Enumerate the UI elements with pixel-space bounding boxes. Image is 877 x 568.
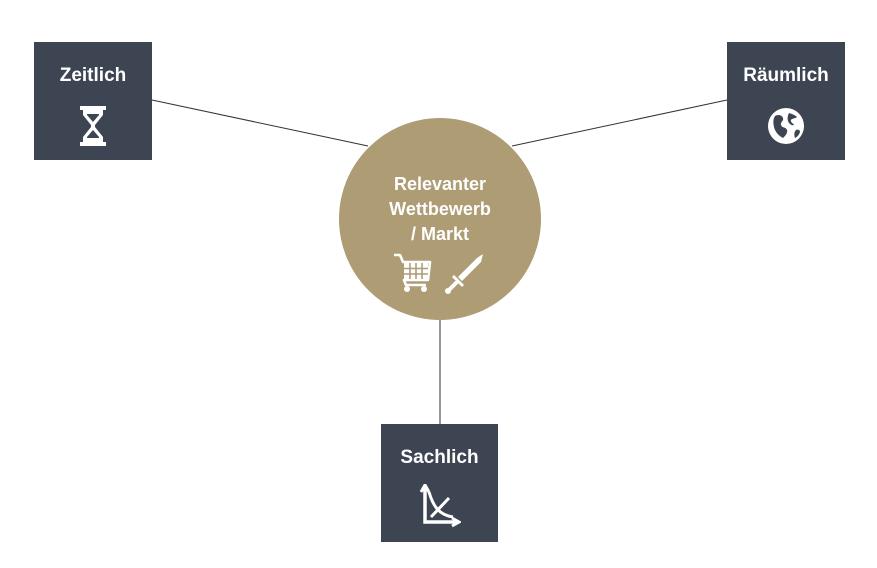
title-line: Wettbewerb <box>389 199 491 219</box>
relevant-market-title: Relevanter Wettbewerb / Markt <box>359 172 521 247</box>
hourglass-icon <box>80 106 106 146</box>
dimension-box-zeitlich: Zeitlich <box>34 42 152 160</box>
connector-zeitlich <box>151 99 369 147</box>
dimension-box-sachlich: Sachlich <box>381 424 498 542</box>
title-line: / Markt <box>410 224 470 244</box>
chart-axes-icon <box>419 484 461 528</box>
relevant-market-icons <box>339 252 541 294</box>
dimension-box-raeumlich: Räumlich <box>727 42 845 160</box>
globe-icon <box>768 108 804 144</box>
dimension-label: Räumlich <box>743 65 829 86</box>
title-line: Relevanter <box>393 174 487 194</box>
dimension-label: Zeitlich <box>59 65 127 86</box>
shopping-cart-icon <box>393 253 432 292</box>
connector-raeumlich <box>511 99 728 147</box>
relevant-market-circle: Relevanter Wettbewerb / Markt <box>339 118 541 320</box>
dimension-label: Sachlich <box>400 447 479 468</box>
sword-icon <box>445 254 484 294</box>
